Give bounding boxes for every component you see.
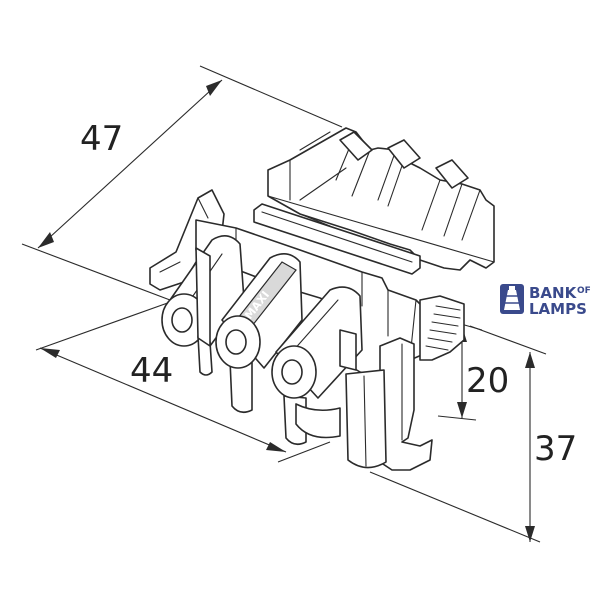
dimension-37: 37 [369, 325, 577, 543]
logo-line1-small: OF [577, 286, 591, 296]
terminal-2: MAXI [215, 253, 303, 369]
dimension-44: 44 [35, 299, 331, 463]
logo-line1: BANK [529, 284, 578, 302]
bank-of-lamps-logo: BANK OF LAMPS [500, 284, 591, 318]
connector-body: MAXI [149, 127, 495, 471]
terminal-3 [271, 286, 363, 399]
dimension-37-label: 37 [534, 429, 577, 469]
dimension-47-label: 47 [80, 119, 123, 159]
dimension-44-label: 44 [130, 351, 173, 391]
dimension-20-label: 20 [466, 361, 509, 401]
logo-line2: LAMPS [529, 300, 587, 318]
dimension-47: 47 [21, 65, 343, 301]
